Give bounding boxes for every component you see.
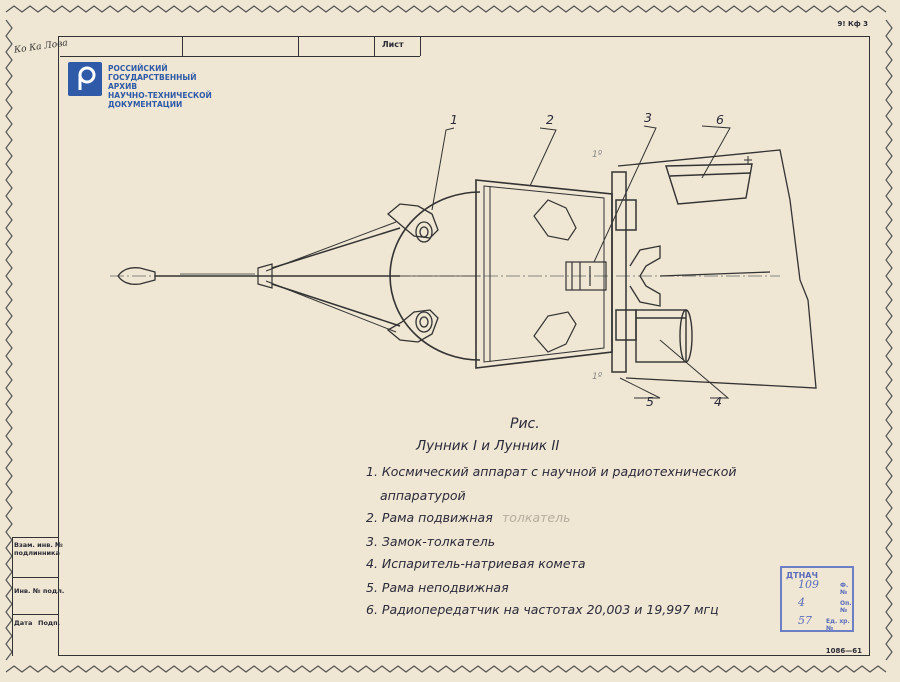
stamp-value-item: 57: [798, 614, 812, 627]
leader-2: [529, 127, 557, 187]
antenna-mount-lower: [386, 309, 439, 343]
zigzag-border-right: [885, 19, 893, 661]
side-label-signature: Подп.: [38, 619, 61, 627]
callout-2: 2: [546, 112, 554, 127]
zigzag-border-bottom: [5, 665, 887, 673]
callout-3: 3: [644, 110, 652, 125]
side-label-replaced-inventory: Взам. инв. № подлинника: [14, 541, 63, 557]
callout-5: 5: [646, 394, 654, 409]
margin-mark: 1º: [592, 372, 602, 382]
transmitter-box: [665, 163, 753, 205]
side-row-divider: [12, 577, 58, 578]
title-strip-divider: [374, 36, 375, 56]
side-label-inventory: Инв. № подл.: [14, 587, 65, 595]
leader-6: [701, 125, 731, 179]
archive-logo-icon: [78, 66, 96, 90]
antenna-hub: [257, 263, 273, 289]
stamp-label-fond: Ф.№: [840, 582, 849, 596]
legend-item-6: 6. Радиопередатчик на частотах 20,003 и …: [366, 602, 719, 617]
archive-stamp: ДТНАЧ Ф.№ Оп.№ Ед. хр.№ 109 4 57: [780, 566, 854, 632]
zigzag-border-top: [5, 5, 887, 13]
legend-item-1-cont: аппаратурой: [380, 488, 466, 503]
legend-item-1: 1. Космический аппарат с научной и радио…: [366, 464, 737, 479]
leader-4: [659, 339, 730, 399]
title-strip-divider: [182, 36, 183, 56]
document-code-top: 9! Кф 3: [837, 20, 868, 28]
archive-name: РОССИЙСКИЙ ГОСУДАРСТВЕННЫЙ АРХИВ НАУЧНО-…: [108, 64, 212, 109]
stamp-label-item: Ед. хр.№: [826, 618, 850, 632]
stamp-title: ДТНАЧ: [786, 571, 818, 580]
callout-6: 6: [716, 112, 724, 127]
document-code-bottom: 1086—61: [825, 647, 862, 655]
legend-item-3: 3. Замок-толкатель: [366, 534, 496, 549]
strut-upper: [271, 227, 401, 269]
title-strip-divider: [298, 36, 299, 56]
legend-item-5: 5. Рама неподвижная: [366, 580, 509, 595]
legend-item-4: 4. Испаритель-натриевая комета: [366, 556, 586, 571]
callout-1: 1: [450, 112, 458, 127]
transmitter-antenna: [629, 245, 661, 307]
leader-1: [431, 127, 455, 211]
stamp-value-fond: 109: [798, 578, 819, 591]
lock-pusher: [565, 261, 607, 291]
stamp-value-opis: 4: [798, 596, 805, 609]
title-strip: [60, 36, 420, 57]
legend-item-2: 2. Рама подвижная: [366, 510, 493, 525]
zigzag-border-left: [5, 19, 13, 661]
figure-subtitle: Лунник I и Лунник II: [416, 438, 560, 454]
margin-mark: 1º: [592, 150, 602, 160]
side-row-divider: [12, 614, 58, 615]
faded-text: толкатель: [502, 510, 571, 525]
frame-inner-brackets: [533, 199, 577, 353]
sheet-label: Лист: [382, 40, 404, 49]
stamp-label-opis: Оп.№: [840, 600, 852, 614]
drawing-frame: [58, 36, 870, 656]
leader-3: [593, 125, 657, 263]
rocket-stage: [617, 149, 817, 389]
side-table: [12, 537, 59, 656]
antenna-mount-upper: [386, 203, 439, 243]
leader-5: [619, 377, 661, 399]
callout-4: 4: [714, 394, 722, 409]
title-strip-divider: [420, 36, 421, 56]
archive-logo: [68, 62, 102, 96]
strut-lower: [271, 283, 401, 327]
side-label-date: Дата: [14, 619, 33, 627]
figure-title: Рис.: [510, 416, 540, 432]
